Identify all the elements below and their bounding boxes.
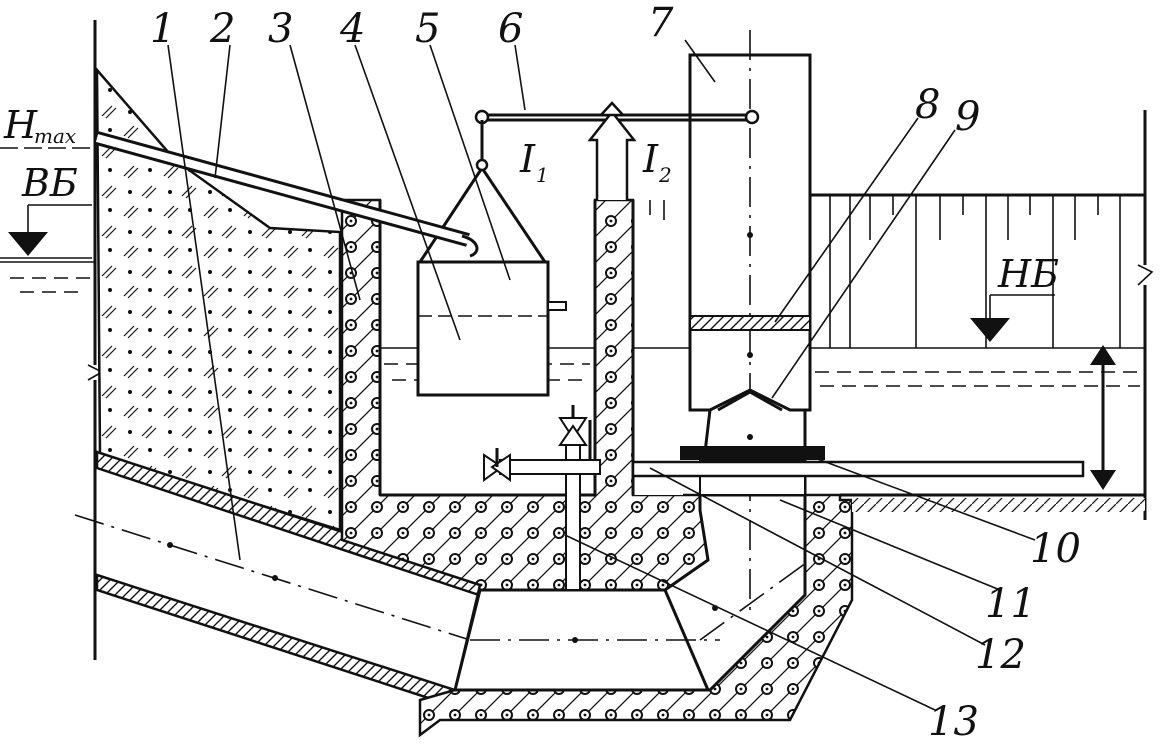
label-7: 7 bbox=[648, 0, 674, 46]
label-5: 5 bbox=[415, 6, 440, 52]
label-9: 9 bbox=[955, 94, 980, 140]
upstream-level-label: ВБ bbox=[21, 161, 78, 205]
label-8: 8 bbox=[915, 82, 940, 128]
label-10: 10 bbox=[1030, 526, 1081, 572]
force-i2-subscript: 2 bbox=[658, 163, 672, 187]
label-11: 11 bbox=[985, 581, 1036, 627]
upstream-bank bbox=[0, 20, 342, 660]
label-6: 6 bbox=[498, 6, 523, 52]
pipe-2 bbox=[95, 131, 479, 258]
label-1: 1 bbox=[150, 6, 175, 52]
label-12: 12 bbox=[975, 632, 1026, 678]
hmax-label: H bbox=[3, 103, 38, 147]
bypass-pipe bbox=[631, 460, 1085, 478]
lever-mechanism bbox=[416, 101, 760, 397]
label-13: 13 bbox=[928, 699, 979, 745]
downstream-canal bbox=[649, 110, 1154, 520]
force-i1-label: I bbox=[519, 137, 536, 181]
level-markers bbox=[0, 204, 1055, 342]
label-2: 2 bbox=[209, 6, 235, 52]
force-i1-subscript: 1 bbox=[536, 163, 549, 187]
leader-lines bbox=[167, 39, 1036, 711]
hmax-subscript: max bbox=[34, 124, 76, 148]
label-3: 3 bbox=[268, 6, 293, 52]
label-4: 4 bbox=[339, 6, 365, 52]
downstream-level-label: НБ bbox=[997, 252, 1059, 296]
force-i2-label: I bbox=[642, 137, 659, 181]
valves bbox=[483, 405, 601, 591]
axis-dots bbox=[167, 232, 753, 643]
